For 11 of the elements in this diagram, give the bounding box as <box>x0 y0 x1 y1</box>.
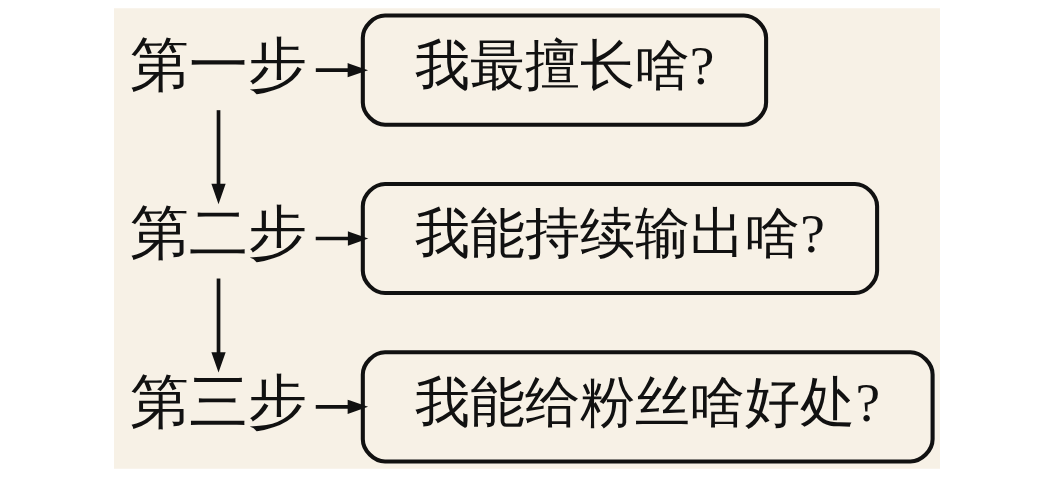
node-box: 我能持续输出啥? <box>360 181 880 296</box>
arrow <box>211 110 226 205</box>
node-box: 我能给粉丝啥好处? <box>360 350 935 464</box>
arrow <box>315 231 369 246</box>
arrow <box>315 399 369 414</box>
node-text: 第二步 <box>130 200 308 267</box>
node-text: 第三步 <box>130 368 308 435</box>
arrow <box>211 278 226 373</box>
node-text: 第一步 <box>130 32 308 99</box>
arrow <box>315 63 369 78</box>
node-box: 我最擅长啥? <box>360 13 769 127</box>
